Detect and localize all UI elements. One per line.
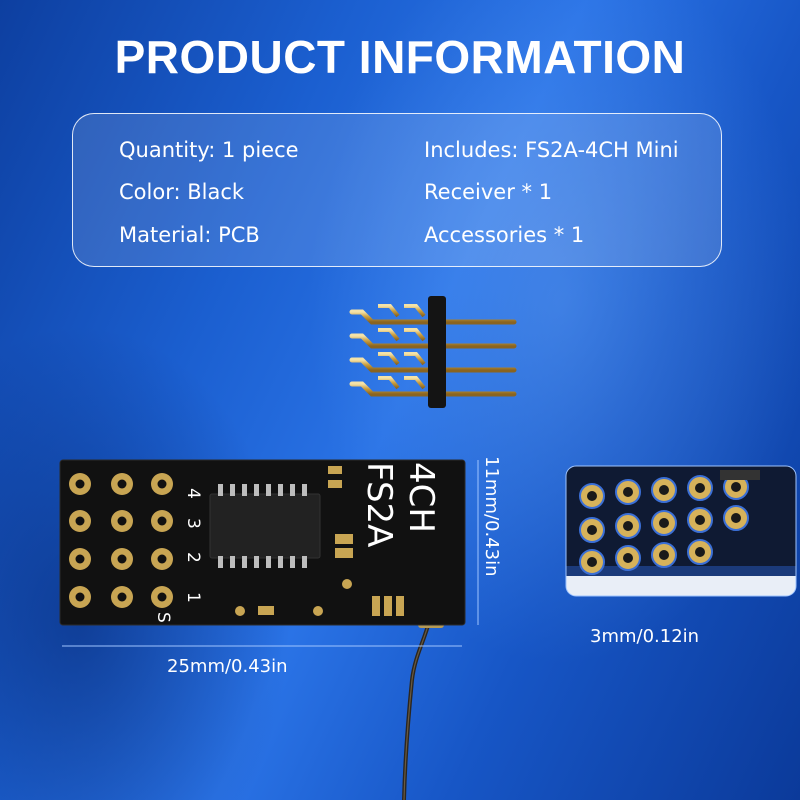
info-includes: Includes: FS2A-4CH Mini bbox=[424, 138, 679, 162]
info-material: Material: PCB bbox=[119, 223, 260, 247]
page-title: PRODUCT INFORMATION bbox=[114, 31, 686, 83]
pin-number-2: 2 bbox=[183, 552, 203, 563]
thickness-dimension-label: 3mm/0.12in bbox=[590, 626, 700, 647]
silk-model-text: 4CH bbox=[401, 462, 441, 533]
pin-label-s: S bbox=[153, 612, 173, 623]
pcb-pin-holes bbox=[69, 473, 173, 608]
info-receiver: Receiver * 1 bbox=[424, 180, 553, 204]
info-quantity: Quantity: 1 piece bbox=[119, 138, 299, 162]
info-panel bbox=[72, 113, 722, 267]
info-color: Color: Black bbox=[119, 180, 245, 204]
silk-series-text: FS2A bbox=[359, 462, 399, 547]
info-accessories: Accessories * 1 bbox=[424, 223, 585, 247]
pin-number-1: 1 bbox=[183, 592, 203, 603]
pin-number-3: 3 bbox=[183, 518, 203, 529]
length-dimension-label: 25mm/0.43in bbox=[167, 656, 288, 677]
width-dimension-label: 11mm/0.43in bbox=[481, 456, 502, 577]
pin-header-housing bbox=[428, 296, 446, 408]
pcb-chip bbox=[209, 493, 321, 559]
pin-number-4: 4 bbox=[183, 488, 203, 499]
